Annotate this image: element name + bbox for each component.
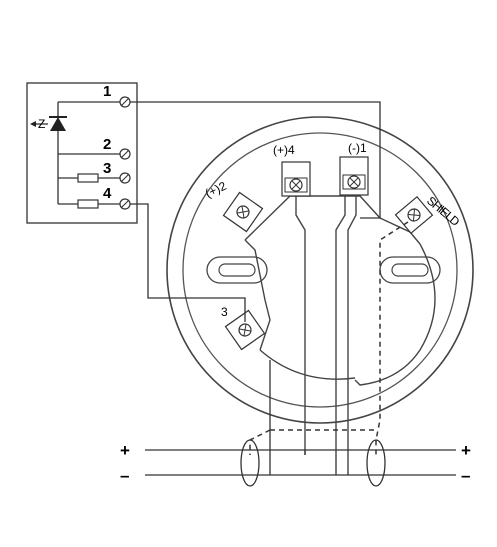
base-terminal-label-3: 3: [221, 305, 228, 319]
mounting-slot-left: [206, 256, 268, 284]
base-terminal-label-4: (+)4: [273, 143, 295, 157]
cable-sleeve-left: [240, 439, 260, 487]
led-marker: Z: [38, 117, 45, 131]
box-terminal-1-icon: [119, 96, 131, 108]
cable-sleeve-right: [366, 439, 386, 487]
wire-terminal-4: [130, 203, 246, 322]
resistor-icon: [57, 186, 120, 209]
base-terminal-4: [281, 161, 311, 197]
wire-terminal-1: [130, 101, 381, 219]
led-diode-icon: [30, 101, 120, 186]
resistor-icon: [58, 173, 120, 183]
box-terminal-label-3: 3: [103, 160, 111, 177]
supply-plus-left: +: [120, 441, 130, 460]
base-terminal-3: [224, 309, 266, 351]
detector-base: [166, 116, 474, 470]
shield-wire: [249, 429, 271, 455]
box-terminal-3-icon: [119, 172, 131, 184]
supply-minus-left: –: [120, 466, 129, 485]
base-terminal-label-1: (-)1: [348, 141, 367, 155]
box-terminal-4-icon: [119, 198, 131, 210]
supply-plus-right: +: [461, 441, 471, 460]
base-terminal-2: [222, 191, 264, 233]
supply-minus-right: –: [461, 466, 470, 485]
box-terminal-label-1: 1: [103, 83, 111, 100]
box-terminal-label-2: 2: [103, 136, 111, 153]
remote-indicator-box: Z 1 2 3 4: [26, 82, 138, 224]
box-terminal-2-icon: [119, 148, 131, 160]
box-terminal-label-4: 4: [103, 185, 112, 202]
base-terminal-1: [339, 156, 369, 196]
shield-wire: [375, 221, 409, 455]
